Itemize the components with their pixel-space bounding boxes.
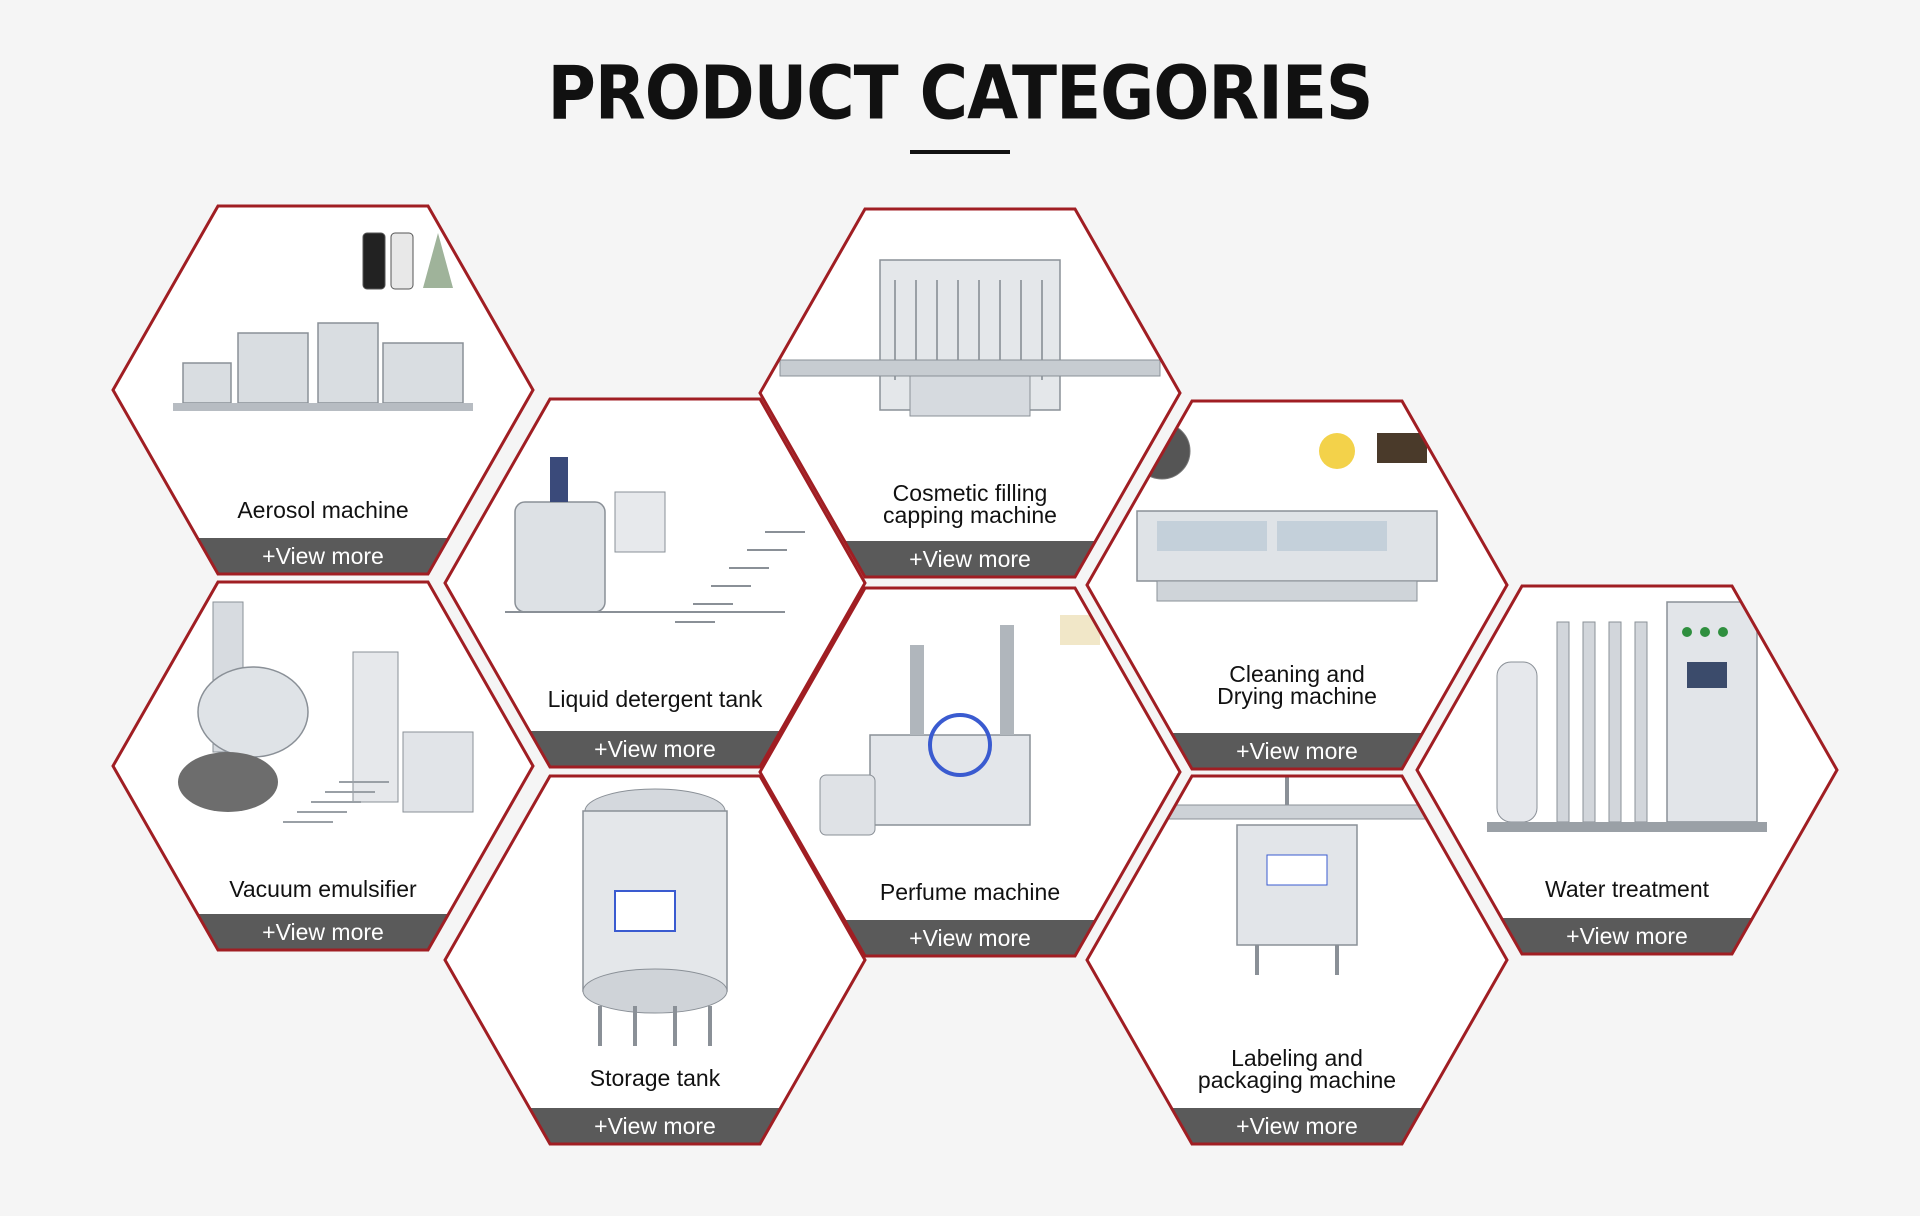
view-more-button[interactable]: +View more [1087, 1108, 1507, 1144]
category-label: packaging machine [1198, 1067, 1396, 1093]
view-more-label: +View more [1566, 923, 1688, 949]
view-more-label: +View more [909, 925, 1031, 951]
view-more-label: +View more [594, 736, 716, 762]
aerosol-machine-illustration [173, 232, 473, 411]
view-more-label: +View more [262, 543, 384, 569]
hex-outline [111, 204, 535, 576]
hex-outline [1085, 774, 1509, 1146]
view-more-label: +View more [1236, 738, 1358, 764]
category-label: Liquid detergent tank [548, 686, 763, 712]
category-card-vacuum-emulsifier[interactable]: Vacuum emulsifier +View more [111, 580, 535, 952]
category-label: Cosmetic filling [893, 480, 1048, 506]
hex-outline [443, 774, 867, 1146]
mixing-tank-illustration [505, 457, 805, 623]
hex-background [1087, 776, 1507, 1144]
category-label: capping machine [883, 502, 1057, 528]
hex-outline [758, 586, 1182, 958]
page-title: PRODUCT CATEGORIES [547, 50, 1374, 137]
view-more-label: +View more [594, 1113, 716, 1139]
category-label: Perfume machine [880, 879, 1060, 905]
category-label: Water treatment [1545, 876, 1710, 902]
hex-outline [758, 207, 1182, 579]
category-label: Cleaning and [1229, 661, 1365, 687]
category-label: Storage tank [590, 1065, 721, 1091]
category-label: Aerosol machine [237, 497, 408, 523]
hex-outline [111, 580, 535, 952]
view-more-label: +View more [1236, 1113, 1358, 1139]
emulsifier-illustration [178, 601, 474, 823]
labeling-machine-illustration [1096, 776, 1498, 975]
view-more-button[interactable]: +View more [445, 1108, 865, 1144]
view-more-label: +View more [262, 919, 384, 945]
water-treatment-illustration [1487, 601, 1767, 832]
storage-tank-illustration [582, 788, 728, 1046]
category-card-aerosol[interactable]: Aerosol machine +View more [111, 204, 535, 576]
category-label: Labeling and [1231, 1045, 1363, 1071]
hex-outline [1415, 584, 1839, 956]
category-card-perfume[interactable]: Perfume machine +View more [758, 586, 1182, 958]
perfume-machine-illustration [819, 615, 1100, 836]
hex-outline [1085, 399, 1509, 771]
view-more-label: +View more [909, 546, 1031, 572]
hex-outline [443, 397, 867, 769]
category-card-water-treatment[interactable]: Water treatment +View more [1415, 584, 1839, 956]
category-label: Drying machine [1217, 683, 1377, 709]
title-underline [910, 150, 1010, 154]
category-label: Vacuum emulsifier [229, 876, 417, 902]
